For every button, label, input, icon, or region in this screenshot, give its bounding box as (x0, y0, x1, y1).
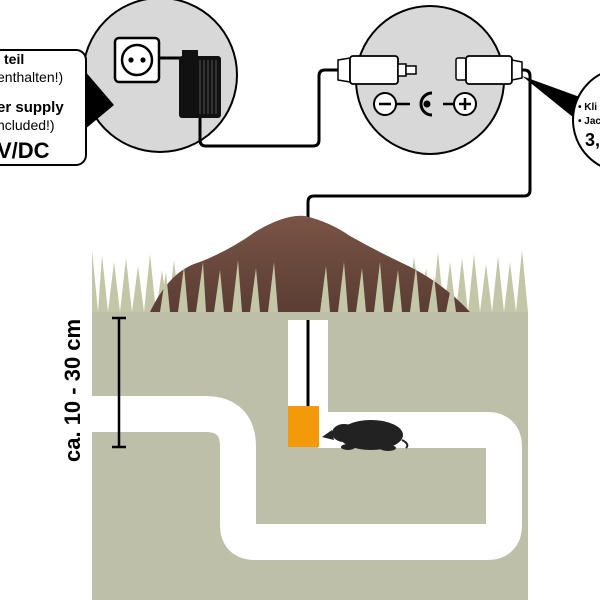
power-supply-callout: teil enthalten!) er supply ncluded!) V/D… (0, 49, 114, 166)
right-callout-line-2: • Jac (578, 116, 600, 127)
trap-device (288, 406, 319, 447)
callout-line-2: enthalten!) (0, 69, 63, 85)
dc-jack-icon (455, 55, 523, 85)
right-callout-line-3: 3, (585, 130, 600, 150)
power-adapter-icon (179, 50, 221, 118)
dc-plug-icon (337, 55, 417, 85)
molehill (150, 215, 470, 312)
right-callout-line-1: • Kli (578, 102, 597, 113)
power-supply-circle (82, 0, 238, 153)
callout-line-3: er supply (0, 99, 64, 116)
connector-circle (337, 5, 523, 155)
callout-line-5: V/DC (0, 138, 50, 163)
connector-callout: • Kli • Jac 3, (522, 73, 600, 167)
polarity-symbol-icon (373, 91, 477, 117)
mole-icon (322, 420, 409, 451)
depth-measurement (112, 316, 126, 449)
callout-line-1: teil (4, 51, 24, 67)
wall-socket-icon (113, 36, 161, 84)
callout-line-4: ncluded!) (0, 117, 55, 133)
depth-label: ca. 10 - 30 cm (60, 319, 85, 462)
underground-scene: ca. 10 - 30 cm (60, 215, 528, 600)
cables (198, 68, 532, 406)
